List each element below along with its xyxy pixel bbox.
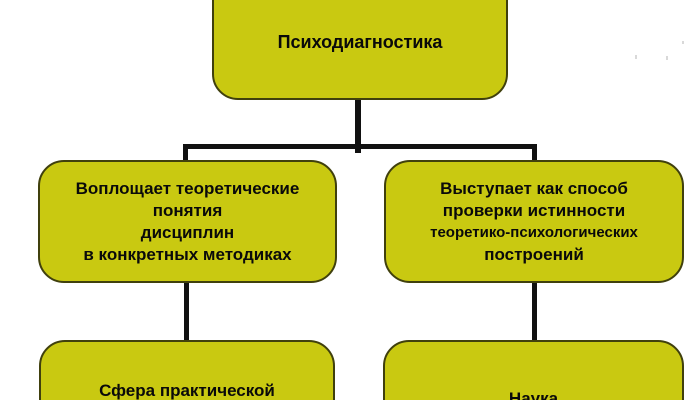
node-right-line-1: Выступает как способ [440,178,628,198]
node-right-line-3: теоретико-психологических [430,223,638,241]
node-science: Наука [383,340,684,400]
node-psychodiagnostics-label: Психодиагностика [277,31,443,52]
node-right-line-4: построений [484,244,584,264]
node-left-line-4: в конкретных методиках [83,244,292,264]
node-practical-sphere: Сфера практической [39,340,335,400]
connector-right-to-bottom [532,282,537,342]
connector-horizontal-branch [183,144,537,149]
node-right-line-2: проверки истинности [442,200,626,220]
node-practical-sphere-label: Сфера практической [99,381,275,400]
connector-left-to-bottom [184,282,189,342]
connector-left-stub [183,144,188,163]
node-embodies-theoretical-concepts: Воплощает теоретические понятия дисципли… [38,160,337,283]
node-left-line-3: дисциплин [140,222,235,242]
node-left-line-1: Воплощает теоретические [75,178,300,198]
artifact-speck [666,56,668,60]
node-science-label: Наука [508,389,559,400]
connector-root-vertical [355,97,361,153]
node-left-line-2: понятия [152,200,223,220]
connector-right-stub [532,144,537,163]
artifact-speck [682,41,684,44]
node-psychodiagnostics: Психодиагностика [212,0,508,100]
node-verification-method: Выступает как способ проверки истинности… [384,160,684,283]
artifact-speck [635,55,637,59]
